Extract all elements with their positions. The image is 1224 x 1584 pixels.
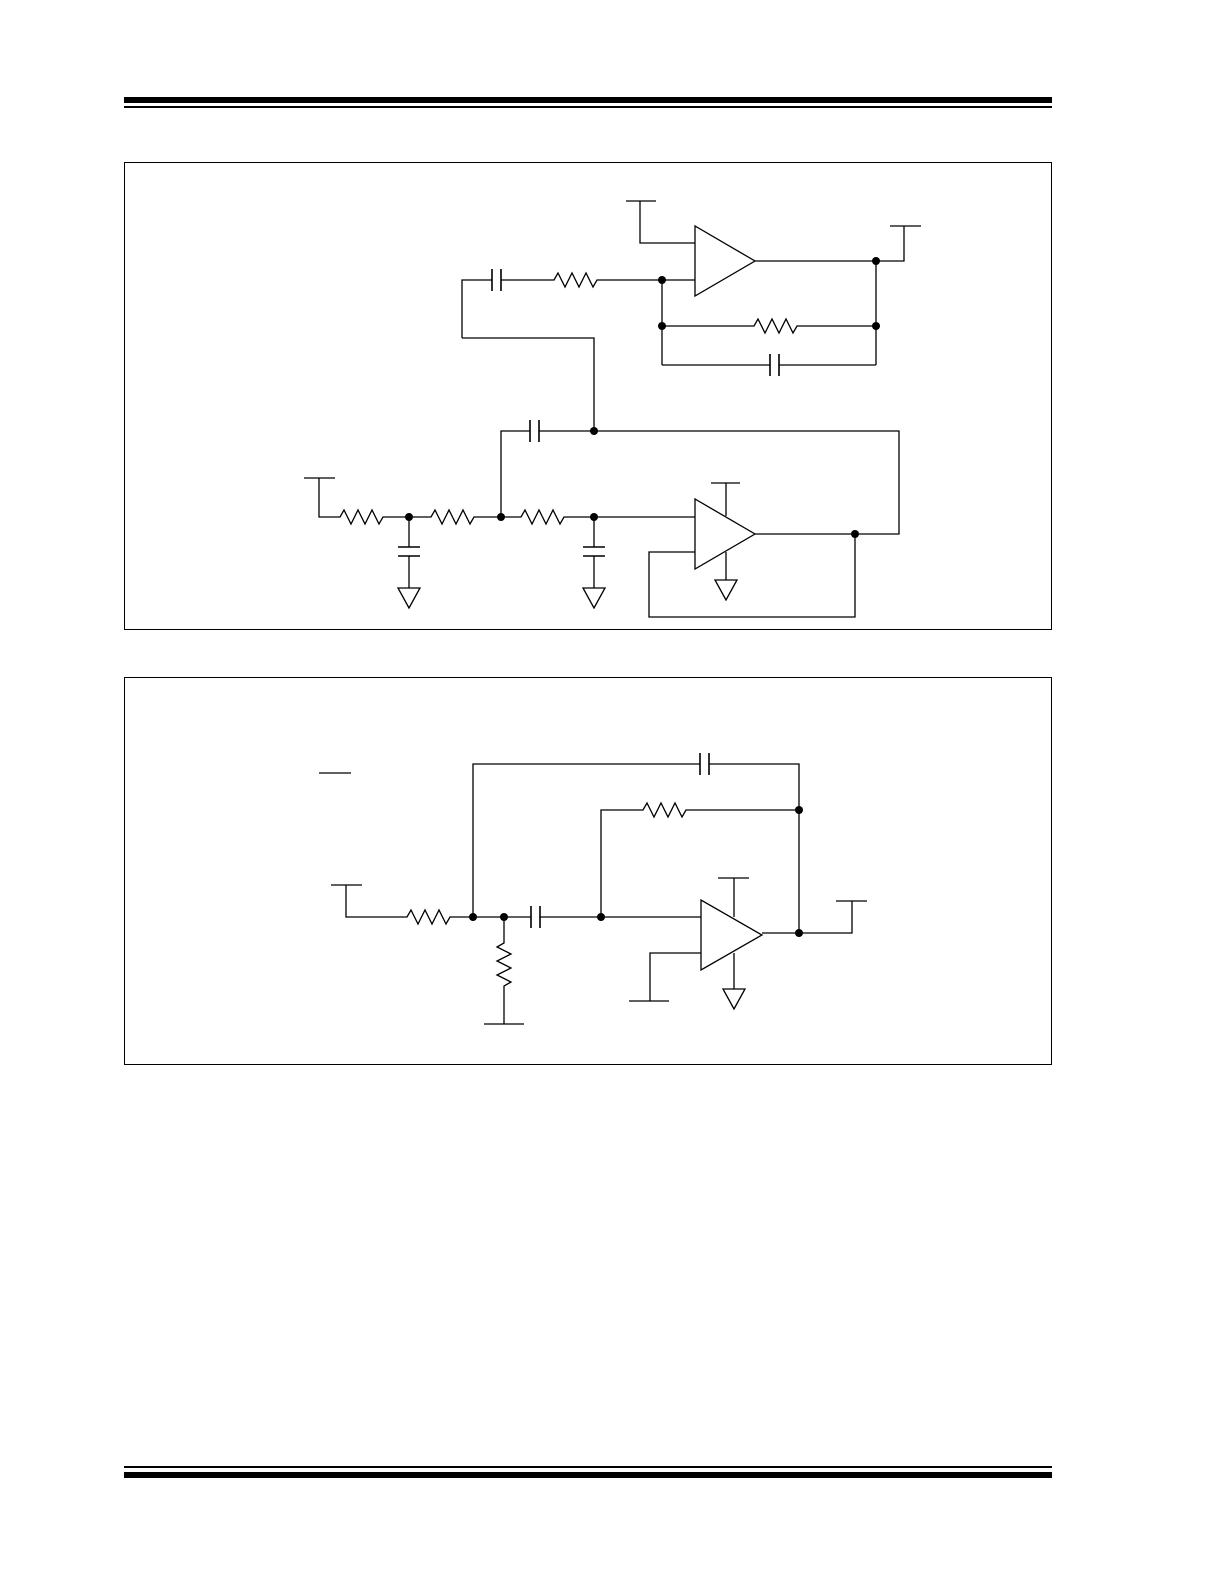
junction-dot (872, 322, 880, 330)
junction-dot (795, 806, 803, 814)
junction-dot (500, 913, 508, 921)
feedback-capacitor-wire (500, 430, 594, 517)
footer-rule-thin (124, 1466, 1052, 1468)
ground-symbol (396, 587, 422, 610)
junction-dot (469, 913, 477, 921)
feedback-loop-lower (594, 430, 900, 618)
input-branch-bottom (331, 884, 701, 926)
reference-terminal-bottom (629, 952, 701, 1002)
ground-symbol (581, 587, 607, 610)
feedback-network-upper (661, 261, 877, 366)
junction-dot (597, 913, 605, 921)
header-rule-thick (124, 97, 1052, 103)
input-capacitor-bottom (530, 906, 541, 928)
footer-rule-thick (124, 1472, 1052, 1478)
junction-dot (658, 276, 666, 284)
junction-dot (590, 427, 598, 435)
op-amp-upper (694, 224, 757, 298)
op-amp-bottom (700, 898, 764, 972)
feedback-capacitor-upper (769, 354, 780, 376)
shunt-resistor-bottom (484, 917, 524, 1025)
feedback-capacitor-lower (529, 420, 540, 442)
reference-terminal-upper (626, 200, 695, 244)
link-wire (462, 337, 595, 431)
bottom-circuit (319, 753, 867, 1025)
junction-dot (795, 929, 803, 937)
output-terminal-bottom (762, 900, 867, 934)
figure-frame-top (124, 162, 1052, 630)
junction-dot (872, 257, 880, 265)
ground-symbol (713, 579, 739, 602)
input-resistor-chain (304, 477, 695, 526)
shunt-capacitor-wires (408, 517, 595, 588)
junction-dot (405, 513, 413, 521)
shunt-capacitors (398, 546, 605, 557)
op-amp-lower (694, 497, 757, 571)
supply-pins-lower (711, 482, 740, 580)
input-capacitor-upper (491, 269, 502, 291)
header-rule-thin (124, 106, 1052, 108)
junction-dot (851, 530, 859, 538)
junction-dot (497, 513, 505, 521)
feedback-capacitor-bottom (699, 753, 710, 775)
feedback-network-bottom (472, 763, 800, 933)
top-circuit (304, 200, 921, 618)
figure-frame-bottom (124, 677, 1052, 1065)
junction-dot (590, 513, 598, 521)
ground-symbol (721, 988, 747, 1011)
output-terminal-upper (755, 225, 921, 262)
input-branch-upper (461, 271, 662, 338)
junction-dot (658, 322, 666, 330)
supply-pins-bottom (718, 877, 749, 989)
